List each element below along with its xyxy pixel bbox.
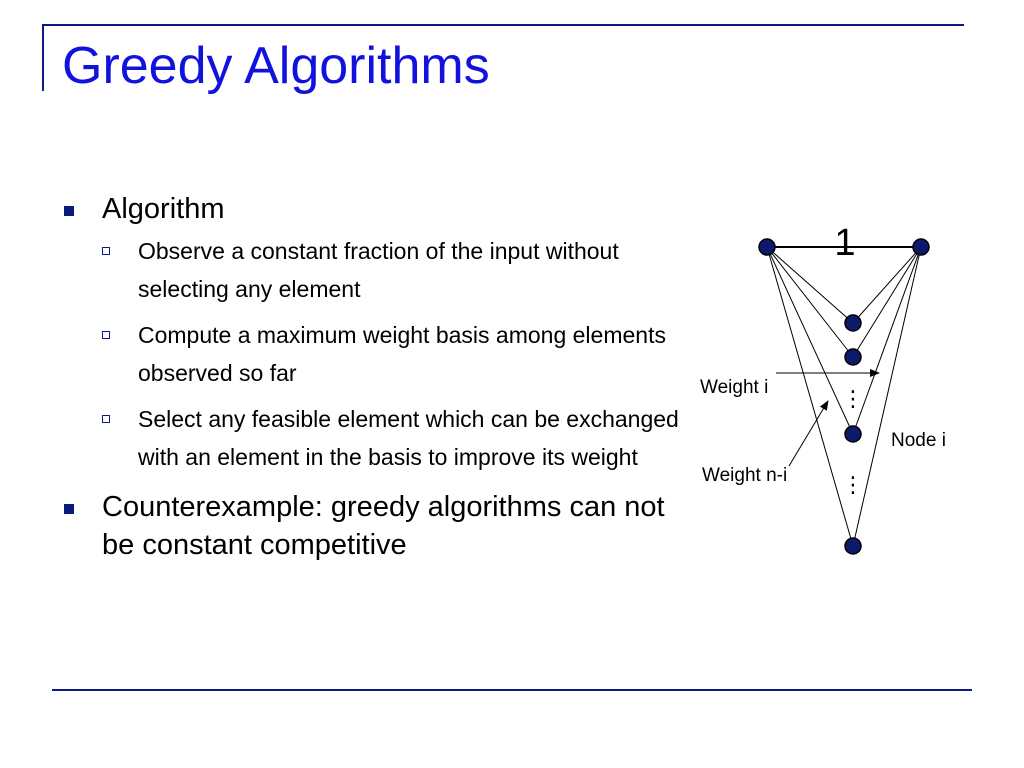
sub-bullet-text: Compute a maximum weight basis among ele… xyxy=(138,322,666,386)
title-frame-horizontal-rule xyxy=(42,24,964,26)
weight-i-label-box: Weight i xyxy=(700,377,769,398)
node-i-label: Node i xyxy=(891,430,946,451)
edge-weight-one-label: 1 xyxy=(834,222,855,264)
slide-body: Algorithm Observe a constant fraction of… xyxy=(64,190,679,564)
node-n xyxy=(844,537,862,555)
bullet-counterexample: Counterexample: greedy algorithms can no… xyxy=(64,488,674,564)
weight-i-label: Weight i xyxy=(700,377,769,398)
sub-bullet-list: Observe a constant fraction of the input… xyxy=(102,232,679,476)
weight-n-i-label: Weight n-i xyxy=(702,465,787,486)
sub-bullet-text: Observe a constant fraction of the input… xyxy=(138,238,619,302)
graph-nodes xyxy=(758,238,930,555)
node-1 xyxy=(844,314,862,332)
vertical-ellipsis-lower: ⋮ xyxy=(842,473,864,498)
left-fan-edges xyxy=(766,246,854,547)
sub-bullet-select: Select any feasible element which can be… xyxy=(102,400,708,476)
weight-n-i-arrow xyxy=(788,400,829,467)
slide-title: Greedy Algorithms xyxy=(62,37,490,95)
square-bullet-icon xyxy=(64,504,74,514)
footer-rule xyxy=(52,689,972,691)
title-frame-vertical-rule xyxy=(42,25,44,91)
sub-bullet-text: Select any feasible element which can be… xyxy=(138,406,679,470)
node-top-left xyxy=(758,238,776,256)
node-top-right xyxy=(912,238,930,256)
square-bullet-icon xyxy=(64,206,74,216)
hollow-square-bullet-icon xyxy=(102,415,110,423)
sub-bullet-observe: Observe a constant fraction of the input… xyxy=(102,232,708,308)
vertical-ellipsis-upper: ⋮ xyxy=(842,387,864,412)
hollow-square-bullet-icon xyxy=(102,331,110,339)
bullet-algorithm: Algorithm Observe a constant fraction of… xyxy=(64,190,679,476)
bullet-text: Algorithm xyxy=(102,193,225,225)
right-fan-edges xyxy=(852,246,922,547)
bullet-text: Counterexample: greedy algorithms can no… xyxy=(102,491,665,561)
node-i xyxy=(844,425,862,443)
node-2 xyxy=(844,348,862,366)
sub-bullet-compute: Compute a maximum weight basis among ele… xyxy=(102,316,708,392)
graph-diagram: 1 ⋮ ⋮ Weight i Weight n-i Node i xyxy=(700,222,946,555)
hollow-square-bullet-icon xyxy=(102,247,110,255)
